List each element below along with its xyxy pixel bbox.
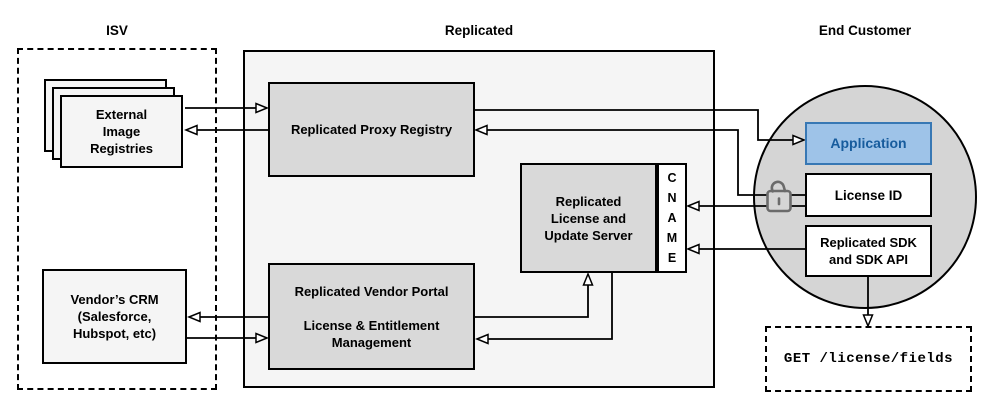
external-image-registries-node: External Image Registries [60,95,183,168]
get-license-fields-node: GET /license/fields [765,326,972,392]
registries-label-line: Registries [90,141,153,156]
cname-letter: N [667,191,677,205]
server-label-line: Replicated [555,193,622,209]
replicated-sdk-node: Replicated SDK and SDK API [805,225,932,277]
crm-label-line: Vendor’s CRM [70,292,159,307]
license-id-label: License ID [834,187,903,203]
license-update-server-node: Replicated License and Update Server [520,163,657,273]
replicated-proxy-registry-node: Replicated Proxy Registry [268,82,475,177]
server-label-line: Update Server [544,227,633,243]
license-id-node: License ID [805,173,932,217]
cname-letter: A [667,211,677,225]
replicated-section-label: Replicated [444,23,514,38]
registries-label-line: Image [102,124,141,139]
registries-label-line: External [95,107,148,122]
isv-section-label: ISV [106,23,128,38]
crm-label-line: Hubspot, etc) [72,326,157,341]
sdk-label-line: and SDK API [829,252,908,267]
get-license-fields-label: GET /license/fields [783,350,954,367]
vendor-portal-label-line: Management [331,334,412,350]
server-label-line: License and [550,210,627,226]
vendor-portal-title: Replicated Vendor Portal [294,283,449,299]
cname-letter: C [667,171,677,185]
sdk-label-line: Replicated SDK [820,235,917,250]
crm-label-line: (Salesforce, [77,309,152,324]
vendors-crm-node: Vendor’s CRM (Salesforce, Hubspot, etc) [42,269,187,364]
end-customer-section-label: End Customer [818,23,912,38]
application-node: Application [805,122,932,165]
application-label: Application [830,135,907,151]
isv-section-container [17,48,217,390]
cname-strip: C N A M E [657,163,687,273]
proxy-registry-label: Replicated Proxy Registry [290,122,453,137]
cname-letter: M [666,231,678,245]
vendor-portal-label-line: License & Entitlement [303,317,440,333]
vendor-portal-node: Replicated Vendor Portal License & Entit… [268,263,475,370]
cname-letter: E [667,251,677,265]
